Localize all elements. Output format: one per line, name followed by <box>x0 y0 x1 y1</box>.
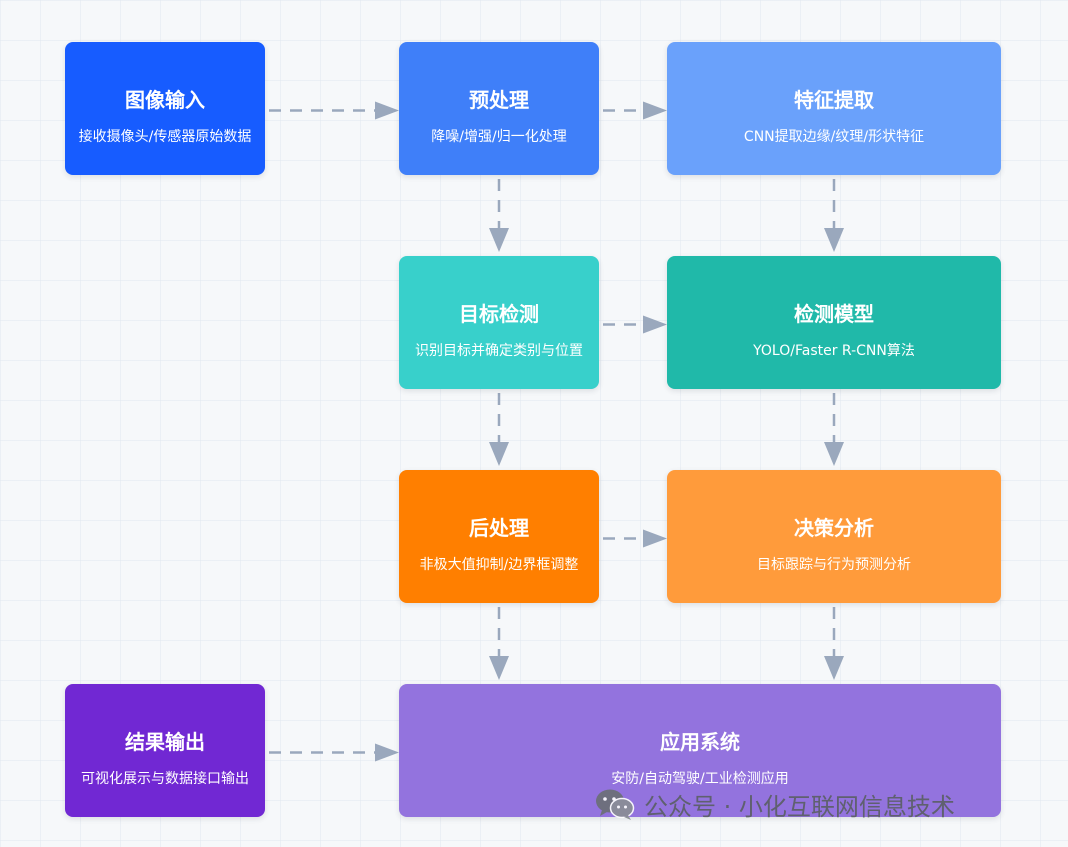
connector-decision-to-app-system <box>824 607 844 680</box>
node-postprocess-title: 后处理 <box>469 516 529 540</box>
node-decision-title: 决策分析 <box>794 516 874 540</box>
node-feature-extract-desc: CNN提取边缘/纹理/形状特征 <box>743 129 925 145</box>
node-detect-model-desc: YOLO/Faster R-CNN算法 <box>753 343 915 359</box>
connector-image-input-to-preprocess <box>269 101 399 120</box>
node-postprocess: 后处理 非极大值抑制/边界框调整 <box>399 470 599 603</box>
node-preprocess-desc: 降噪/增强/归一化处理 <box>431 129 567 145</box>
connector-target-detect-to-postprocess <box>489 393 509 466</box>
node-app-system: 应用系统 安防/自动驾驶/工业检测应用 <box>399 684 1001 817</box>
connector-postprocess-to-decision <box>603 529 667 548</box>
node-decision-desc: 目标跟踪与行为预测分析 <box>757 557 911 573</box>
node-preprocess: 预处理 降噪/增强/归一化处理 <box>399 42 599 175</box>
node-image-input: 图像输入 接收摄像头/传感器原始数据 <box>65 42 265 175</box>
connector-target-detect-to-detect-model <box>603 315 667 334</box>
wechat-icon <box>596 789 635 820</box>
node-image-input-title: 图像输入 <box>125 88 205 112</box>
node-preprocess-title: 预处理 <box>469 88 529 112</box>
node-feature-extract-title: 特征提取 <box>794 88 874 112</box>
node-image-input-desc: 接收摄像头/传感器原始数据 <box>78 129 252 145</box>
watermark: 公众号 · 小化互联网信息技术 <box>594 786 955 822</box>
node-target-detect-title: 目标检测 <box>459 302 539 326</box>
connector-result-output-to-app-system <box>269 743 399 762</box>
node-detect-model-title: 检测模型 <box>794 302 874 326</box>
connector-preprocess-to-target-detect <box>489 179 509 252</box>
node-app-system-title: 应用系统 <box>660 730 740 754</box>
node-app-system-desc: 安防/自动驾驶/工业检测应用 <box>611 771 789 787</box>
connector-preprocess-to-feature-extract <box>603 101 667 120</box>
node-target-detect: 目标检测 识别目标并确定类别与位置 <box>399 256 599 389</box>
node-decision: 决策分析 目标跟踪与行为预测分析 <box>667 470 1001 603</box>
node-result-output-desc: 可视化展示与数据接口输出 <box>81 771 249 787</box>
node-target-detect-desc: 识别目标并确定类别与位置 <box>415 343 583 359</box>
node-postprocess-desc: 非极大值抑制/边界框调整 <box>419 557 579 573</box>
connector-detect-model-to-decision <box>824 393 844 466</box>
connector-postprocess-to-app-system <box>489 607 509 680</box>
node-result-output: 结果输出 可视化展示与数据接口输出 <box>65 684 265 817</box>
connector-feature-extract-to-detect-model <box>824 179 844 252</box>
watermark-text: 公众号 · 小化互联网信息技术 <box>644 792 955 821</box>
node-detect-model: 检测模型 YOLO/Faster R-CNN算法 <box>667 256 1001 389</box>
node-result-output-title: 结果输出 <box>125 730 205 754</box>
node-feature-extract: 特征提取 CNN提取边缘/纹理/形状特征 <box>667 42 1001 175</box>
